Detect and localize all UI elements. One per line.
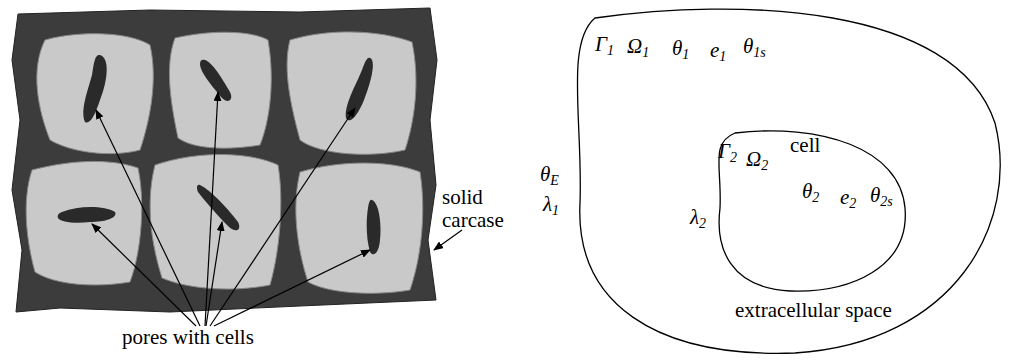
region-label: λ2 — [690, 206, 706, 231]
annotation-label: solid carcase — [442, 186, 522, 232]
leader-arrow — [434, 230, 462, 250]
pore — [150, 154, 281, 289]
boundary-curve — [577, 9, 1000, 353]
cells — [58, 55, 381, 254]
region-label: Γ1 — [595, 33, 614, 58]
leader-arrow — [96, 110, 200, 326]
leader-arrows — [92, 92, 462, 326]
region-label: θE — [540, 163, 559, 188]
cell-shape — [83, 55, 106, 123]
cell-region: Γ2 Ω2 cell θ2 e2 θ2s λ2 — [690, 128, 910, 298]
pores — [26, 32, 423, 293]
cell-shape — [200, 60, 231, 101]
solid-carcase — [12, 8, 437, 312]
leader-arrow — [210, 108, 355, 326]
cell-shape — [197, 185, 239, 231]
region-label: Γ2 — [718, 140, 737, 165]
cell-shape — [346, 58, 373, 120]
cell-shape — [58, 207, 116, 223]
region-label: θ1s — [743, 35, 766, 60]
pore — [37, 34, 153, 154]
boundary-curve — [719, 131, 905, 291]
pore — [296, 163, 423, 293]
leader-arrow — [214, 250, 370, 326]
region-label: λ1 — [543, 193, 559, 218]
region-label: e1 — [710, 39, 726, 64]
region-label: θ2 — [802, 180, 819, 205]
region-label: e2 — [840, 186, 856, 211]
region-label: Ω1 — [627, 35, 649, 60]
region-label: θ2s — [870, 184, 893, 209]
region-label: extracellular space — [735, 299, 892, 322]
region-label: Ω2 — [746, 148, 768, 173]
leader-arrow — [92, 224, 196, 326]
pore — [26, 161, 142, 285]
region-label: cell — [790, 134, 820, 157]
pore — [287, 32, 416, 154]
leader-arrow — [206, 222, 222, 326]
domain-region: Γ1 Ω1 θ1 e1 θ1s θE λ1 extracellular space Γ2 Ω2 ce… — [535, 3, 1013, 359]
cell-shape — [367, 200, 381, 255]
annotation-label: pores with cells — [122, 326, 254, 349]
region-label: θ1 — [672, 37, 689, 62]
pore — [169, 32, 271, 148]
